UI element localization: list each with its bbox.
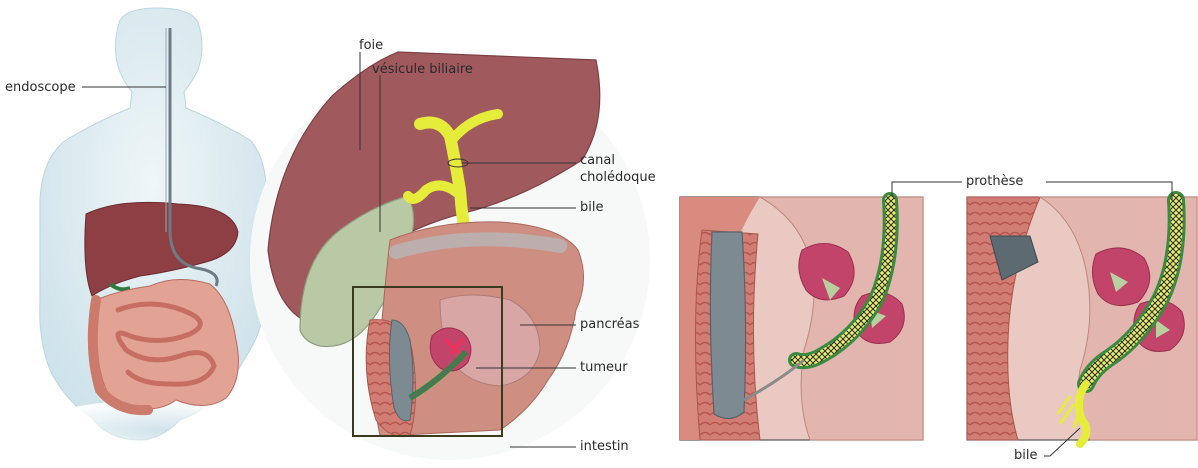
- intestines-small: [93, 279, 239, 410]
- label-prothese: prothèse: [966, 174, 1023, 189]
- label-choledoque: cholédoque: [580, 170, 656, 185]
- label-vesicule-biliaire: vésicule biliaire: [372, 62, 473, 77]
- label-endoscope: endoscope: [5, 80, 76, 95]
- panel-before-stent: [680, 197, 923, 440]
- panel-after-stent: [967, 197, 1197, 444]
- label-canal: canal: [580, 153, 615, 168]
- label-tumeur: tumeur: [580, 360, 628, 375]
- label-foie: foie: [359, 38, 383, 53]
- organ-closeup: [250, 52, 650, 460]
- label-pancreas: pancréas: [580, 317, 639, 332]
- label-intestin: intestin: [580, 439, 629, 454]
- label-bile-bottom: bile: [1014, 448, 1037, 463]
- label-bile-top: bile: [580, 200, 603, 215]
